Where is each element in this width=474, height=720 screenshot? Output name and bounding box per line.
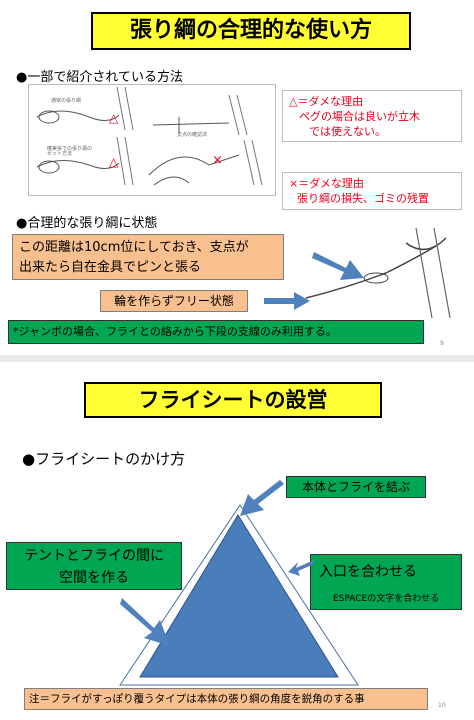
note-triangle-reason: △＝ダメな理由 ペグの場合は良いが立木 では使えない。 bbox=[282, 90, 462, 142]
fly-angle-note: 注＝フライがすっぽり覆うタイプは本体の張り綱の角度を鋭角のする事 bbox=[24, 688, 428, 710]
label-set-method: 確実張での張り綱のセット方法 bbox=[47, 146, 93, 157]
arrow-free-state bbox=[264, 292, 310, 310]
note-triangle-line2: ペグの場合は良いが立木 bbox=[299, 110, 420, 123]
page-number-10: 10 bbox=[438, 702, 446, 709]
cross-mark: × bbox=[212, 153, 223, 168]
page-number-9: 9 bbox=[440, 340, 444, 347]
section-heading-rational: ●合理的な張り綱に状態 bbox=[16, 216, 158, 231]
label-support-check: 支点の確認法 bbox=[177, 132, 208, 138]
create-space-box: テントとフライの間に 空間を作る bbox=[6, 542, 182, 590]
tent-fly-diagram bbox=[119, 504, 359, 686]
fly-sheet-heading: ●フライシートのかけ方 bbox=[22, 450, 186, 468]
rope-methods-drawing bbox=[36, 86, 263, 186]
arrow-to-entrance bbox=[288, 560, 314, 576]
note-cross-line2: 張り綱の損失、ゴミの残置 bbox=[297, 192, 429, 205]
create-space-line2: 空間を作る bbox=[59, 570, 129, 586]
arrow-to-gap bbox=[120, 598, 170, 646]
label-usual-rope: 通常の張り綱 bbox=[51, 98, 82, 104]
triangle-mark-1: △ bbox=[109, 111, 119, 125]
rational-rope-illustration bbox=[305, 228, 451, 318]
arrow-to-rope bbox=[312, 252, 364, 280]
align-entrance-box: 入口を合わせる ESPACEの文字を合わせる bbox=[310, 554, 462, 610]
distance-instruction-line2: 出来たら自在金具でピンと張る bbox=[19, 260, 202, 275]
align-entrance-line1: 入口を合わせる bbox=[319, 564, 417, 580]
align-espace-line2: ESPACEの文字を合わせる bbox=[333, 594, 440, 604]
note-triangle-line1: △＝ダメな理由 bbox=[289, 95, 364, 108]
create-space-line1: テントとフライの間に bbox=[24, 548, 164, 564]
free-state-box: 輪を作らずフリー状態 bbox=[100, 290, 248, 312]
distance-instruction-line1: この距離は10cm位にしておき、支点が bbox=[19, 240, 249, 255]
triangle-mark-2: △ bbox=[109, 155, 119, 169]
connect-body-fly-box: 本体とフライを結ぶ bbox=[286, 476, 426, 498]
slide-1: 張り綱の合理的な使い方 ●一部で紹介されている方法 通常の張り綱 確実張での張り… bbox=[0, 0, 474, 355]
arrow-to-apex bbox=[240, 480, 284, 516]
jumbo-note-box: *ジャンボの場合、フライとの絡みから下段の支線のみ利用する。 bbox=[8, 320, 424, 344]
rope-methods-illustration: 通常の張り綱 確実張での張り綱のセット方法 支点の確認法 △ △ × bbox=[28, 84, 276, 196]
distance-instruction-box: この距離は10cm位にしておき、支点が 出来たら自在金具でピンと張る bbox=[12, 234, 284, 280]
slide-2: フライシートの設営 ●フライシートのかけ方 本体とフライを結ぶ テントとフライの… bbox=[0, 362, 474, 720]
note-cross-reason: ×＝ダメな理由 張り綱の損失、ゴミの残置 bbox=[282, 172, 462, 210]
note-triangle-line3: では使えない。 bbox=[309, 125, 386, 138]
slide-1-title: 張り綱の合理的な使い方 bbox=[91, 12, 411, 50]
note-cross-line1: ×＝ダメな理由 bbox=[289, 177, 364, 190]
slide-2-title: フライシートの設営 bbox=[84, 382, 382, 418]
section-heading-methods: ●一部で紹介されている方法 bbox=[16, 70, 183, 85]
